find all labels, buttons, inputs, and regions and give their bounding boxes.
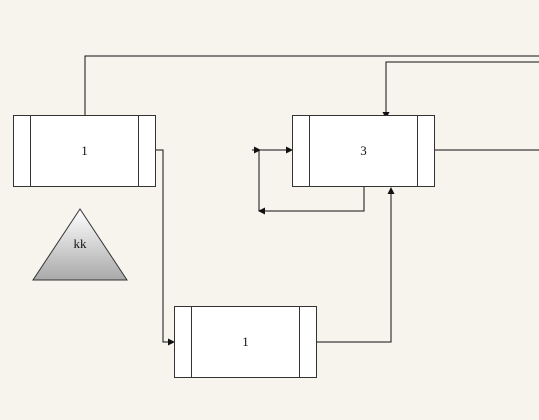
block-c-right-stripe bbox=[299, 307, 316, 377]
block-c-label: 1 bbox=[242, 334, 249, 349]
connector-b-feedback bbox=[258, 186, 365, 215]
connector-feedback-up bbox=[258, 146, 293, 211]
block-a[interactable]: 1 bbox=[13, 115, 156, 187]
block-b-left-stripe bbox=[293, 116, 310, 186]
triangle-shape[interactable] bbox=[32, 208, 128, 281]
connector-a-top bbox=[84, 55, 539, 115]
connector-into-b-top bbox=[382, 61, 539, 119]
block-c[interactable]: 1 bbox=[174, 306, 317, 378]
connector-c-to-b bbox=[316, 187, 395, 343]
block-a-label: 1 bbox=[81, 143, 88, 158]
block-a-left-stripe bbox=[14, 116, 31, 186]
block-b[interactable]: 3 bbox=[292, 115, 435, 187]
connector-a-to-c bbox=[155, 149, 175, 346]
triangle-label: kk bbox=[73, 236, 87, 251]
block-b-label: 3 bbox=[360, 143, 367, 158]
block-b-right-stripe bbox=[417, 116, 434, 186]
block-c-left-stripe bbox=[175, 307, 192, 377]
block-a-right-stripe bbox=[138, 116, 155, 186]
